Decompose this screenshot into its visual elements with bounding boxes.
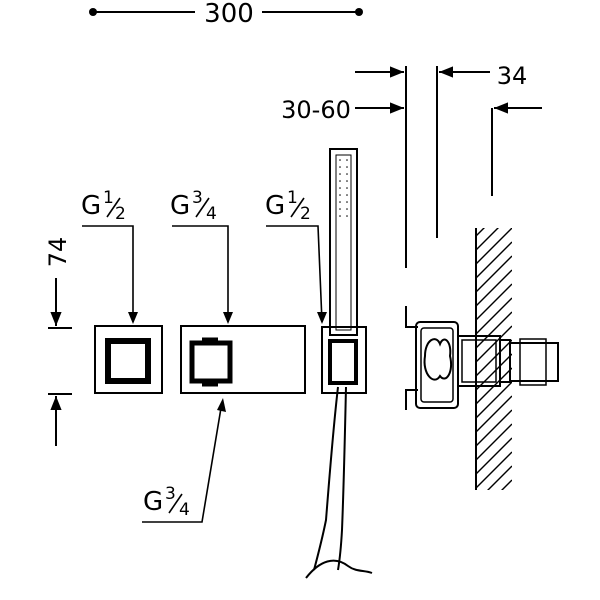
thread-numerator: 3: [165, 484, 176, 504]
thermostat-plate: [180, 325, 306, 394]
mounting-bracket-bottom: [405, 389, 418, 410]
hose-connector: [328, 339, 358, 385]
width-dimension: 300: [89, 0, 363, 29]
hose-break-line: [305, 559, 373, 579]
height-value: 74: [44, 237, 72, 268]
hand-shower-holder: [321, 326, 367, 394]
thread-label-left-diverter: G 1 2: [81, 188, 138, 324]
depth-value: 34: [497, 62, 528, 90]
thread-label-bottom-outlet: G 3 4: [142, 398, 226, 523]
thread-denominator: 2: [115, 204, 126, 224]
dimension-dot-left: [89, 8, 97, 16]
depth-range-value: 30-60: [281, 96, 351, 124]
side-knob: [509, 342, 559, 382]
thread-g: G: [143, 487, 163, 517]
width-dimension-value: 300: [204, 0, 254, 29]
dimension-dot-right: [355, 8, 363, 16]
thread-g: G: [81, 191, 101, 221]
thread-denominator: 4: [206, 204, 217, 224]
thread-g: G: [170, 191, 190, 221]
wall-section: [475, 228, 512, 490]
depth-dimensions: 30-60 34: [281, 62, 542, 268]
valve-cartridge: [423, 338, 452, 381]
thread-numerator: 3: [192, 188, 203, 208]
height-dimension: 74: [44, 237, 72, 446]
mounting-bracket-top: [405, 306, 418, 328]
thread-label-hand-shower-outlet: G 1 2: [265, 188, 327, 324]
thermostat-knob: [189, 340, 233, 384]
hand-shower-handle: [329, 148, 358, 336]
thread-numerator: 1: [103, 188, 114, 208]
thread-numerator: 1: [287, 188, 298, 208]
thread-denominator: 2: [300, 204, 311, 224]
thread-denominator: 4: [179, 500, 190, 520]
diverter-knob: [105, 338, 151, 384]
hose: [313, 386, 339, 571]
diverter-plate: [94, 325, 163, 394]
valve-body-section: [405, 306, 559, 410]
thread-g: G: [265, 191, 285, 221]
thread-label-thermostat: G 3 4: [170, 188, 233, 324]
shower-head-nozzles: [339, 159, 348, 217]
hand-shower: [305, 148, 373, 579]
